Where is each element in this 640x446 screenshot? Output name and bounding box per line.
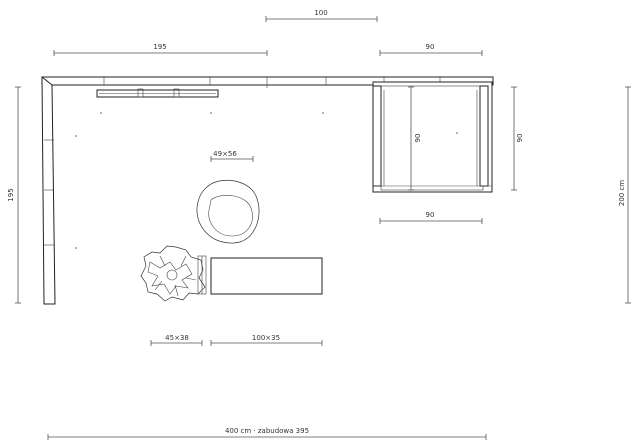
dimension-label-total: 400 cm · zabudowa 395	[225, 427, 309, 435]
dimension-top-100: 100	[265, 9, 378, 22]
dimension-total: 400 cm · zabudowa 395	[47, 427, 487, 440]
dimension-label-195-left: 195	[7, 188, 15, 201]
dimension-label-200cm: 200 cm	[618, 180, 626, 206]
dimension-label-90-inner: 90	[414, 134, 422, 143]
dimension-label-bench: 100×35	[252, 334, 280, 342]
armchair	[196, 179, 260, 244]
dimension-label-100: 100	[314, 9, 327, 17]
dimension-label-195-top: 195	[153, 43, 166, 51]
dimension-bench: 100×35	[210, 334, 323, 346]
wall-outline	[41, 75, 494, 305]
dimension-label-chair: 49×56	[213, 150, 237, 158]
wall-shelf	[96, 88, 219, 98]
dimension-label-90-bottom: 90	[426, 211, 435, 219]
dimension-left-195: 195	[7, 86, 21, 304]
dimension-label-plant: 45×38	[165, 334, 189, 342]
plant	[140, 245, 207, 302]
dimension-cabinet-bottom-90: 90	[379, 211, 483, 224]
reference-dots	[75, 112, 458, 249]
dimension-right-200: 200 cm	[618, 86, 631, 304]
dimension-top-195: 195	[53, 43, 268, 56]
dimension-label-90-top: 90	[426, 43, 435, 51]
dimension-plant: 45×38	[150, 334, 203, 346]
dimension-chair: 49×56	[210, 150, 254, 162]
dimension-top-90: 90	[379, 43, 483, 56]
dimension-cabinet-inner-90: 90	[408, 86, 422, 191]
dimension-label-90-side: 90	[516, 134, 524, 143]
dimension-cabinet-side-90: 90	[511, 86, 524, 191]
bench	[210, 257, 323, 295]
cabinet	[372, 81, 493, 193]
